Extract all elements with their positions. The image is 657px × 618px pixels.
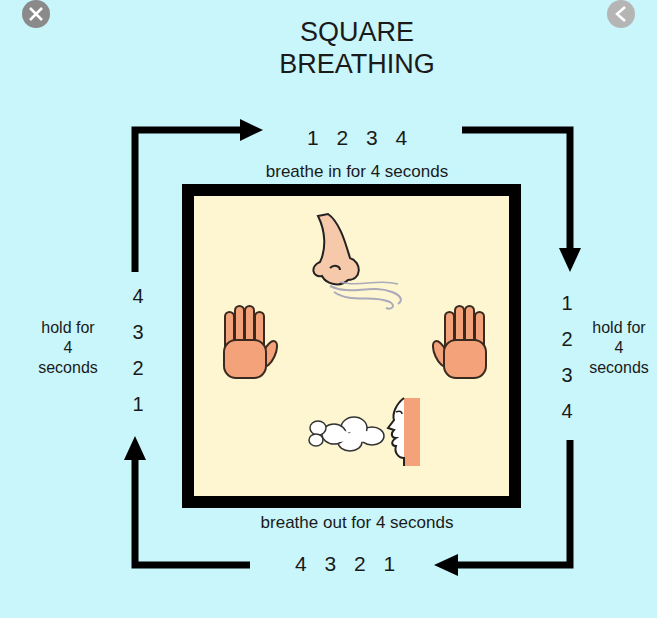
hand-picture xyxy=(224,306,280,378)
step-label: hold for 4 seconds xyxy=(587,318,651,378)
count-numbers: 1 2 3 4 xyxy=(257,125,457,151)
nose-picture xyxy=(313,214,400,309)
back-icon xyxy=(607,0,635,28)
arrowheads xyxy=(124,119,581,576)
count-numbers: 4 3 2 1 xyxy=(130,278,146,422)
title: SQUARE BREATHING xyxy=(247,16,467,80)
hand-picture xyxy=(430,306,486,378)
blowing-face-picture xyxy=(309,398,420,466)
step-label: breathe in for 4 seconds xyxy=(227,161,487,183)
close-icon xyxy=(22,0,50,28)
cycle-arrows xyxy=(135,130,570,565)
step-label: hold for 4 seconds xyxy=(36,318,100,378)
inner-square xyxy=(188,190,515,502)
step-label: breathe out for 4 seconds xyxy=(227,512,487,534)
count-numbers: 1 2 3 4 xyxy=(559,285,575,429)
count-numbers: 4 3 2 1 xyxy=(245,551,445,577)
